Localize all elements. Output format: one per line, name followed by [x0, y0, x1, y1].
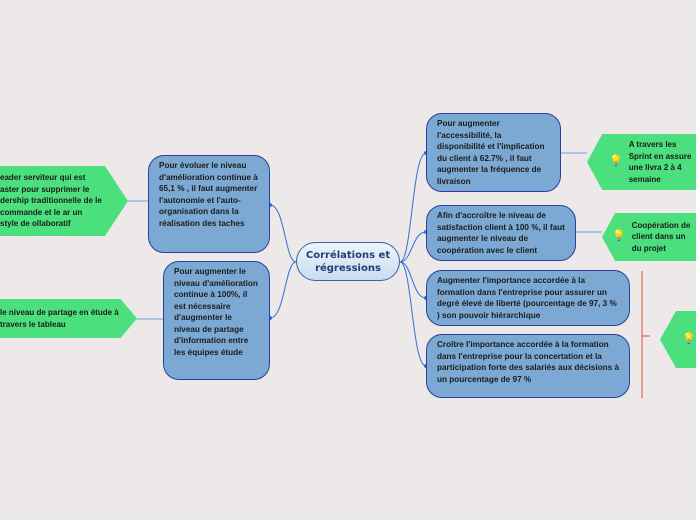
subtopic-left-1[interactable]: eader serviteur qui est aster pour suppr… — [0, 166, 128, 236]
lightbulb-icon: 💡 — [609, 155, 623, 168]
subtopic-right-2[interactable]: 💡Coopération de client dans un du projet — [602, 213, 696, 261]
subtopic-right-1[interactable]: 💡A travers les Sprint en assure une livr… — [587, 134, 696, 190]
subtopic-left-2[interactable]: le niveau de partage en étude à travers … — [0, 299, 137, 338]
central-topic[interactable]: Corrélations et régressions — [296, 242, 400, 281]
lightbulb-icon: 💡 — [612, 230, 626, 243]
topic-right-4[interactable]: Croître l'importance accordée à la forma… — [426, 334, 630, 398]
topic-right-1[interactable]: Pour augmenter l'accessibilité, la dispo… — [426, 113, 561, 192]
lightbulb-icon: 💡 — [682, 332, 696, 345]
topic-right-2[interactable]: Afin d'accroître le niveau de satisfacti… — [426, 205, 576, 261]
topic-right-3[interactable]: Augmenter l'importance accordée à la for… — [426, 270, 630, 326]
topic-left-1[interactable]: Pour évoluer le niveau d'amélioration co… — [148, 155, 270, 253]
topic-left-2[interactable]: Pour augmenter le niveau d'amélioration … — [163, 261, 270, 380]
